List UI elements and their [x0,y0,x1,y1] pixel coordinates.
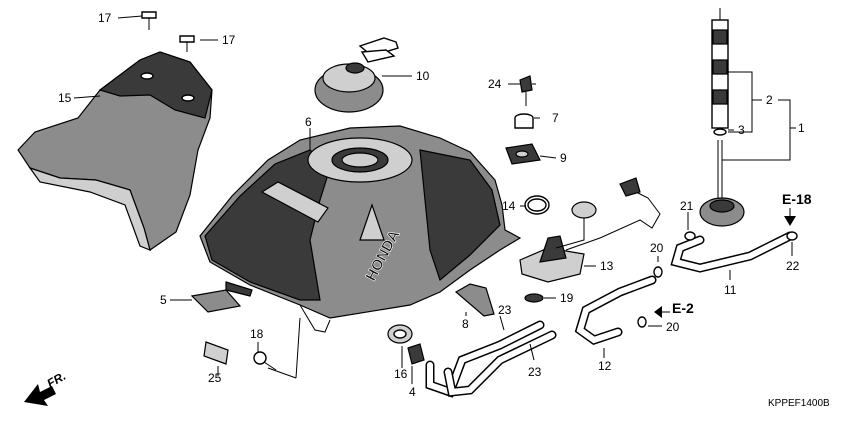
rubber-part[interactable] [203,341,229,365]
callout-15: 15 [58,91,72,105]
callout-23-upper: 23 [498,303,512,317]
arrow-front-icon [24,384,56,406]
screw-part[interactable] [141,11,195,52]
collar-part[interactable] [514,113,534,129]
strap-part[interactable] [454,283,495,317]
bolt-part-18[interactable] [253,351,277,371]
callout-7: 7 [552,111,559,125]
ref-e18-label: E-18 [782,191,812,207]
clip-part[interactable] [407,343,425,365]
direction-label: FR. [45,369,69,391]
fuel-cap-part[interactable] [314,37,399,113]
breather-hose-part[interactable] [425,320,557,398]
callout-24: 24 [488,77,502,91]
bolt-part-24[interactable] [519,75,533,106]
arrow-up-icon [784,216,796,226]
fuel-sensor-part[interactable] [699,8,745,227]
clamp-part-21[interactable] [684,231,696,241]
callout-23-lower: 23 [528,365,542,379]
callout-1: 1 [798,121,805,135]
callout-17-right: 17 [222,33,236,47]
ref-e18: E-18 [782,191,812,226]
fuel-pump-part[interactable] [519,177,661,283]
seal-washer-part[interactable] [524,293,544,303]
diagram-code: KPPEF1400B [768,398,830,409]
callout-6: 6 [305,115,312,129]
callout-16: 16 [394,367,408,381]
arrow-left-icon [654,306,662,318]
ref-e2: E-2 [654,300,694,318]
fuel-tank-part[interactable]: HONDA [199,125,522,333]
callout-12: 12 [598,359,612,373]
front-direction-indicator: FR. [24,369,68,406]
callout-3: 3 [738,123,745,137]
callout-25: 25 [208,371,222,385]
sensor-hose-part[interactable] [670,231,795,273]
callout-10: 10 [416,69,430,83]
callout-14: 14 [502,199,516,213]
tank-pad-part[interactable] [190,281,253,313]
grommet-part[interactable] [387,324,413,344]
clamp-part-22[interactable] [786,231,798,241]
callout-20-upper: 20 [650,241,664,255]
side-cover-part[interactable] [17,51,213,252]
callout-2: 2 [766,93,773,107]
callout-21: 21 [680,199,694,213]
callout-19: 19 [560,291,574,305]
ref-e2-label: E-2 [672,300,694,316]
callout-20-lower: 20 [666,320,680,334]
callout-11: 11 [724,283,737,297]
o-ring-part[interactable] [524,195,550,215]
callout-13: 13 [600,259,614,273]
leader-lines [73,15,796,384]
callout-4: 4 [409,385,416,399]
callout-22: 22 [786,259,800,273]
callout-labels: 15 17 17 10 6 5 18 25 16 4 8 23 23 24 7 … [58,11,805,399]
hose-clip-part[interactable] [637,266,663,328]
callout-17-left: 17 [98,11,112,25]
callout-9: 9 [560,151,567,165]
fuel-hose-part[interactable] [574,275,657,345]
callout-5: 5 [160,293,167,307]
callout-18: 18 [250,327,264,341]
mount-rubber-part[interactable] [505,143,541,165]
callout-8: 8 [462,317,469,331]
